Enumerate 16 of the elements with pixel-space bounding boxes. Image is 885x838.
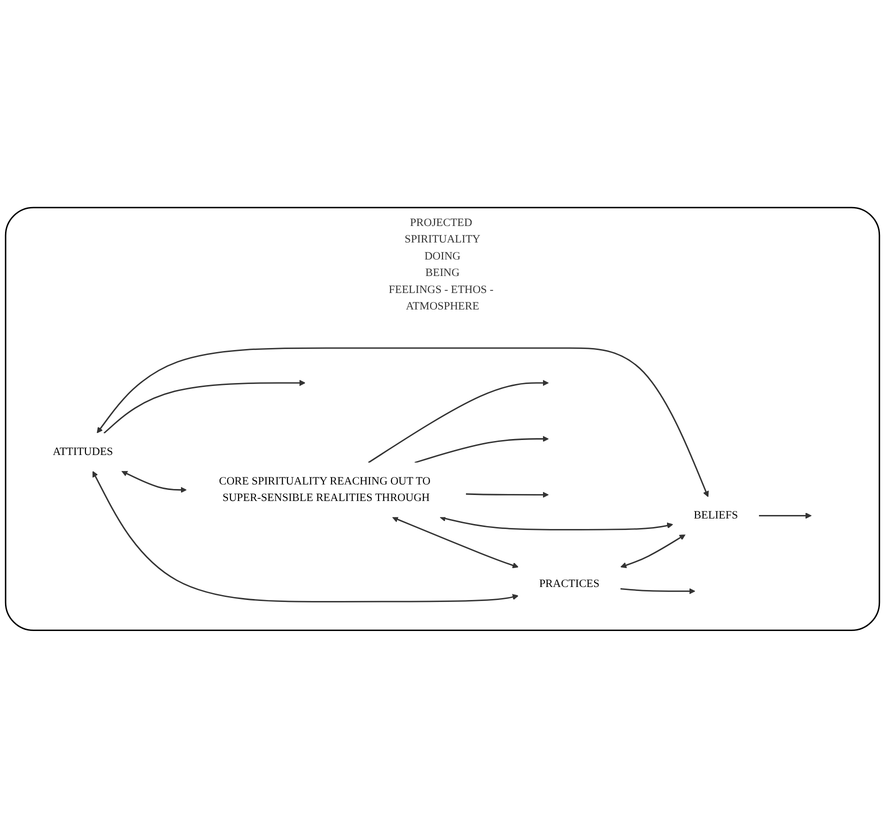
arrow <box>103 380 306 434</box>
node-text: ATTITUDES <box>52 446 113 458</box>
arrow <box>368 380 549 464</box>
node-text: BELIEFS <box>694 509 738 522</box>
arrow <box>96 347 709 498</box>
arrow <box>466 492 549 498</box>
arrow <box>620 534 686 568</box>
node-text: PRACTICES <box>539 578 600 590</box>
arrow <box>758 512 812 519</box>
arrow <box>122 470 187 493</box>
node-text: CORE SPIRITUALITY REACHING OUT TO SUPER-SENSIBLE REALITIES THROUGH <box>219 475 430 504</box>
arrow <box>440 516 674 530</box>
arrow <box>392 516 519 568</box>
arrow <box>620 588 696 594</box>
arrow <box>92 471 519 602</box>
arrow <box>414 436 549 464</box>
